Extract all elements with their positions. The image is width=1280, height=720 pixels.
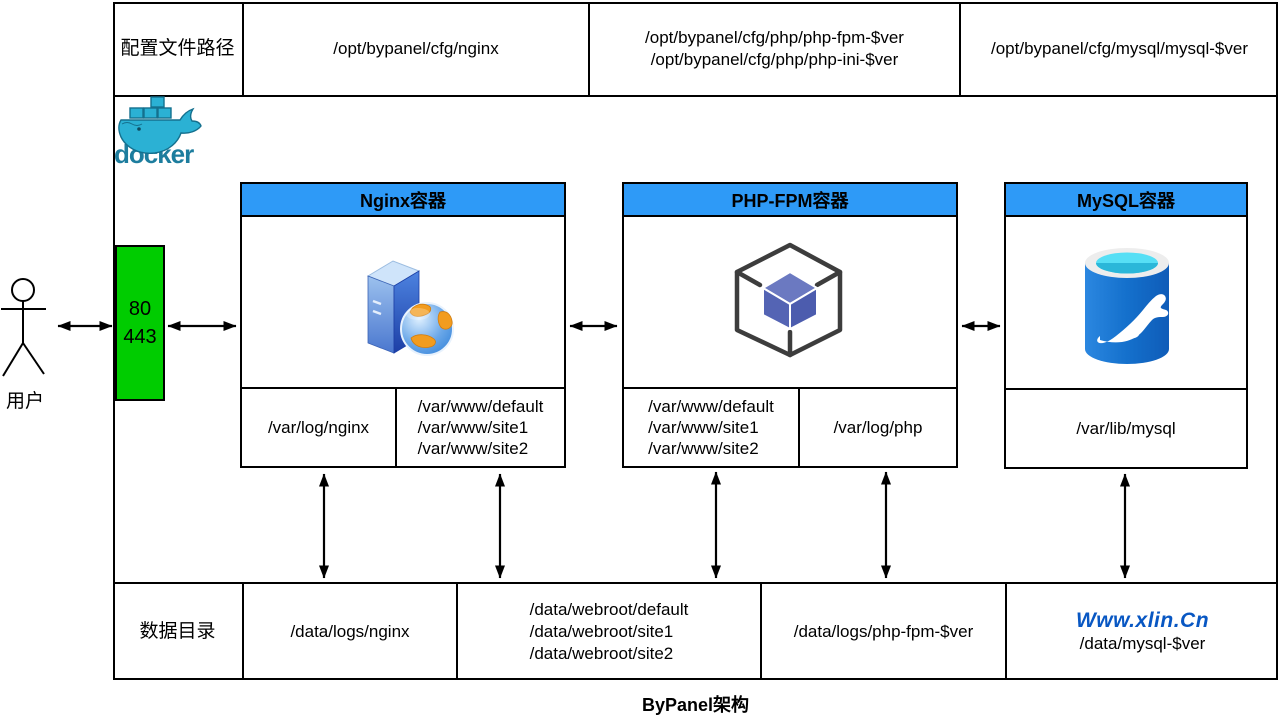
data-dir-php-logs: /data/logs/php-fpm-$ver — [760, 584, 1005, 680]
config-path-mysql: /opt/bypanel/cfg/mysql/mysql-$ver — [959, 2, 1278, 95]
data-dir-row: 数据目录 /data/logs/nginx /data/webroot/defa… — [113, 582, 1278, 680]
php-fpm-container-cells: /var/www/default /var/www/site1 /var/www… — [624, 387, 956, 466]
data-dir-nginx-logs: /data/logs/nginx — [242, 584, 456, 680]
mysql-container-cells: /var/lib/mysql — [1006, 388, 1246, 467]
php-fpm-container-box: PHP-FPM容器 /var/www/default /var/www/site… — [622, 182, 958, 468]
diagram-caption: ByPanel架构 — [641, 695, 750, 715]
config-path-php: /opt/bypanel/cfg/php/php-fpm-$ver /opt/b… — [588, 2, 959, 95]
nginx-container-box: Nginx容器 /var/log/nginx /var/www/default … — [240, 182, 566, 468]
config-path-row: 配置文件路径 /opt/bypanel/cfg/nginx /opt/bypan… — [113, 2, 1278, 97]
data-row-label: 数据目录 — [139, 621, 216, 642]
docker-wordmark: docker — [114, 139, 194, 169]
nginx-www-cell: /var/www/default /var/www/site1 /var/www… — [395, 389, 564, 466]
nginx-container-body — [242, 217, 564, 387]
mysql-data-cell: /var/lib/mysql — [1076, 419, 1176, 438]
config-row-label: 配置文件路径 — [120, 37, 235, 59]
mysql-container-title: MySQL容器 — [1006, 184, 1246, 217]
user-label: 用户 — [6, 391, 45, 412]
php-fpm-container-title: PHP-FPM容器 — [624, 184, 956, 217]
php-www-cell: /var/www/default /var/www/site1 /var/www… — [624, 389, 798, 466]
outer-frame — [113, 2, 1278, 680]
mysql-container-box: MySQL容器 /var/lib/mysql — [1004, 182, 1248, 469]
php-fpm-container-body — [624, 217, 956, 387]
mysql-container-body — [1006, 217, 1246, 388]
data-dir-mysql: Www.xlin.Cn /data/mysql-$ver — [1005, 584, 1278, 680]
nginx-www-lines: /var/www/default /var/www/site1 /var/www… — [417, 397, 544, 458]
data-dir-mysql-path: /data/mysql-$ver — [1079, 634, 1206, 653]
nginx-container-title: Nginx容器 — [242, 184, 564, 217]
user-stick-figure-icon — [1, 278, 46, 377]
nginx-container-cells: /var/log/nginx /var/www/default /var/www… — [242, 387, 564, 466]
watermark-text: Www.xlin.Cn — [1075, 609, 1210, 632]
data-dir-webroot: /data/webroot/default /data/webroot/site… — [456, 584, 760, 680]
data-dir-webroot-lines: /data/webroot/default /data/webroot/site… — [529, 600, 689, 663]
config-path-nginx: /opt/bypanel/cfg/nginx — [242, 2, 588, 95]
php-www-lines: /var/www/default /var/www/site1 /var/www… — [648, 397, 774, 458]
nginx-log-cell: /var/log/nginx — [267, 418, 370, 437]
port-box: 80 443 — [115, 245, 165, 401]
php-log-cell: /var/log/php — [798, 389, 956, 466]
